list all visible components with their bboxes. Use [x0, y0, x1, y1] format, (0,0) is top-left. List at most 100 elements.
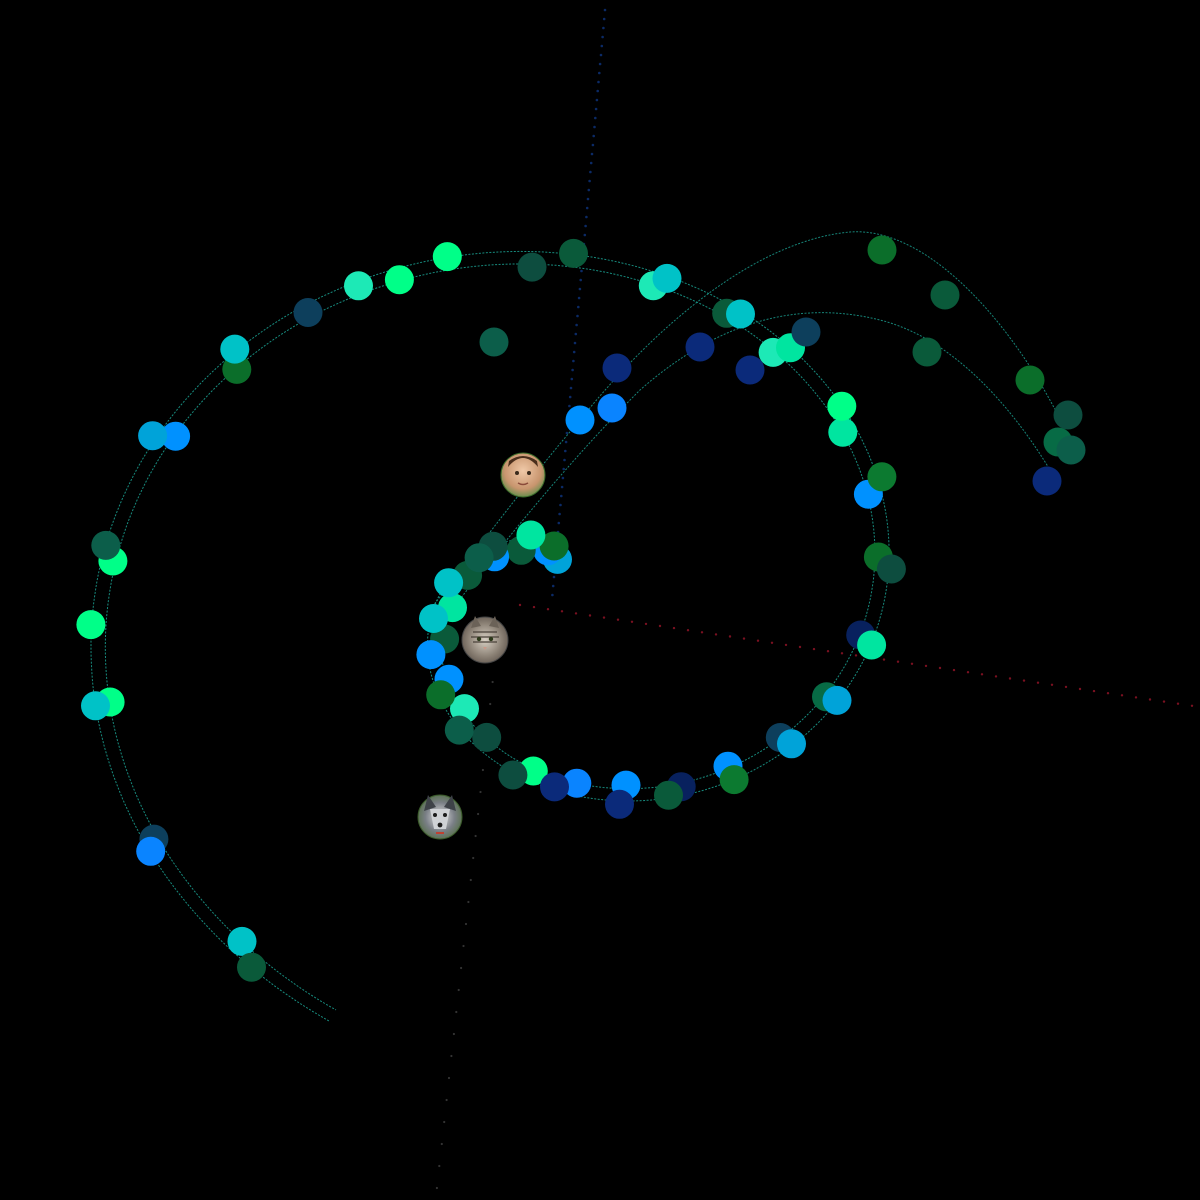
axis-dot	[840, 652, 844, 655]
axis-dot	[1036, 681, 1040, 684]
axis-dot	[882, 658, 886, 661]
axis-dot	[602, 17, 606, 21]
network-node[interactable]	[562, 768, 592, 798]
network-node[interactable]	[539, 531, 569, 561]
network-node[interactable]	[930, 280, 960, 310]
network-node[interactable]	[827, 391, 857, 421]
network-node[interactable]	[685, 332, 715, 362]
network-node[interactable]	[472, 722, 502, 752]
axis-dot	[1064, 685, 1068, 689]
axis-dot	[585, 215, 588, 219]
axis-dot	[1092, 689, 1096, 693]
axis-dot	[460, 966, 463, 970]
axis-dot	[1078, 687, 1082, 691]
network-node[interactable]	[464, 543, 494, 573]
network-node[interactable]	[876, 554, 906, 584]
network-node[interactable]	[540, 772, 569, 802]
network-node[interactable]	[867, 235, 897, 265]
axis-dot	[577, 305, 580, 309]
avatar-layer	[417, 452, 546, 840]
network-node[interactable]	[565, 405, 595, 435]
network-node[interactable]	[293, 298, 323, 327]
network-node[interactable]	[867, 462, 897, 492]
axis-dot	[658, 624, 662, 628]
network-node[interactable]	[161, 421, 191, 451]
axis-dot	[568, 395, 572, 399]
network-node[interactable]	[138, 421, 168, 451]
axis-dot	[472, 856, 475, 860]
axis-dot	[580, 269, 583, 273]
node-layer	[76, 235, 1086, 982]
network-node[interactable]	[237, 952, 266, 982]
child-photo-avatar[interactable]	[500, 452, 546, 498]
axis-dot	[558, 512, 561, 516]
axis-dot	[552, 575, 556, 579]
axis-dot	[551, 593, 554, 597]
network-node[interactable]	[912, 337, 942, 367]
network-node[interactable]	[777, 729, 806, 759]
axis-dot	[572, 350, 576, 354]
network-node[interactable]	[1053, 400, 1083, 430]
network-node[interactable]	[444, 715, 474, 745]
network-node[interactable]	[81, 691, 110, 721]
axis-dot	[445, 1098, 448, 1102]
axis-dot	[565, 431, 569, 435]
network-node[interactable]	[136, 836, 166, 866]
axis-dot	[557, 521, 561, 525]
axis-dot	[518, 603, 522, 607]
axis-dot	[568, 404, 571, 408]
cat-photo-avatar[interactable]	[461, 616, 509, 664]
network-node[interactable]	[652, 263, 682, 293]
axis-dot	[564, 449, 567, 453]
network-node[interactable]	[597, 393, 627, 423]
network-node[interactable]	[344, 271, 373, 301]
network-node[interactable]	[220, 334, 250, 364]
network-node[interactable]	[416, 640, 446, 670]
axis-dot	[572, 359, 575, 363]
axis-dot	[600, 44, 604, 48]
network-node[interactable]	[857, 630, 887, 660]
axis-dot	[559, 503, 562, 507]
dog-photo-avatar[interactable]	[417, 794, 463, 840]
network-node[interactable]	[726, 299, 755, 329]
axis-dot	[546, 608, 550, 611]
network-node[interactable]	[479, 327, 509, 357]
network-node[interactable]	[432, 242, 462, 272]
network-node[interactable]	[735, 355, 765, 385]
network-node[interactable]	[426, 680, 456, 710]
network-node[interactable]	[719, 765, 749, 795]
network-node[interactable]	[434, 568, 464, 598]
spiral-connector	[427, 231, 1071, 613]
axis-dot	[569, 386, 573, 390]
network-node[interactable]	[419, 604, 448, 633]
network-node[interactable]	[498, 760, 528, 790]
network-node[interactable]	[654, 780, 683, 810]
axis-dot	[602, 616, 606, 619]
axis-dot	[1120, 694, 1124, 697]
axis-dot	[440, 1142, 443, 1146]
axis-dot	[464, 922, 468, 926]
network-node[interactable]	[517, 252, 547, 282]
network-node[interactable]	[791, 317, 821, 347]
spiral-connector	[439, 312, 1051, 626]
network-node[interactable]	[605, 789, 634, 819]
network-node[interactable]	[384, 265, 414, 295]
axis-dot	[592, 134, 595, 138]
axis-dot	[467, 900, 470, 904]
axis-dot	[1050, 683, 1054, 686]
network-node[interactable]	[559, 238, 588, 268]
network-node[interactable]	[1056, 435, 1086, 465]
network-node[interactable]	[91, 530, 121, 560]
network-node[interactable]	[822, 685, 852, 715]
network-node[interactable]	[76, 610, 106, 640]
network-node[interactable]	[227, 926, 257, 956]
network-node[interactable]	[1015, 365, 1045, 395]
axis-dot	[1190, 704, 1194, 707]
network-node[interactable]	[602, 353, 632, 383]
network-node[interactable]	[1032, 466, 1062, 496]
axis-dot	[435, 1186, 438, 1190]
network-node[interactable]	[828, 417, 858, 447]
network-node[interactable]	[516, 520, 546, 550]
axis-dot	[599, 53, 603, 57]
